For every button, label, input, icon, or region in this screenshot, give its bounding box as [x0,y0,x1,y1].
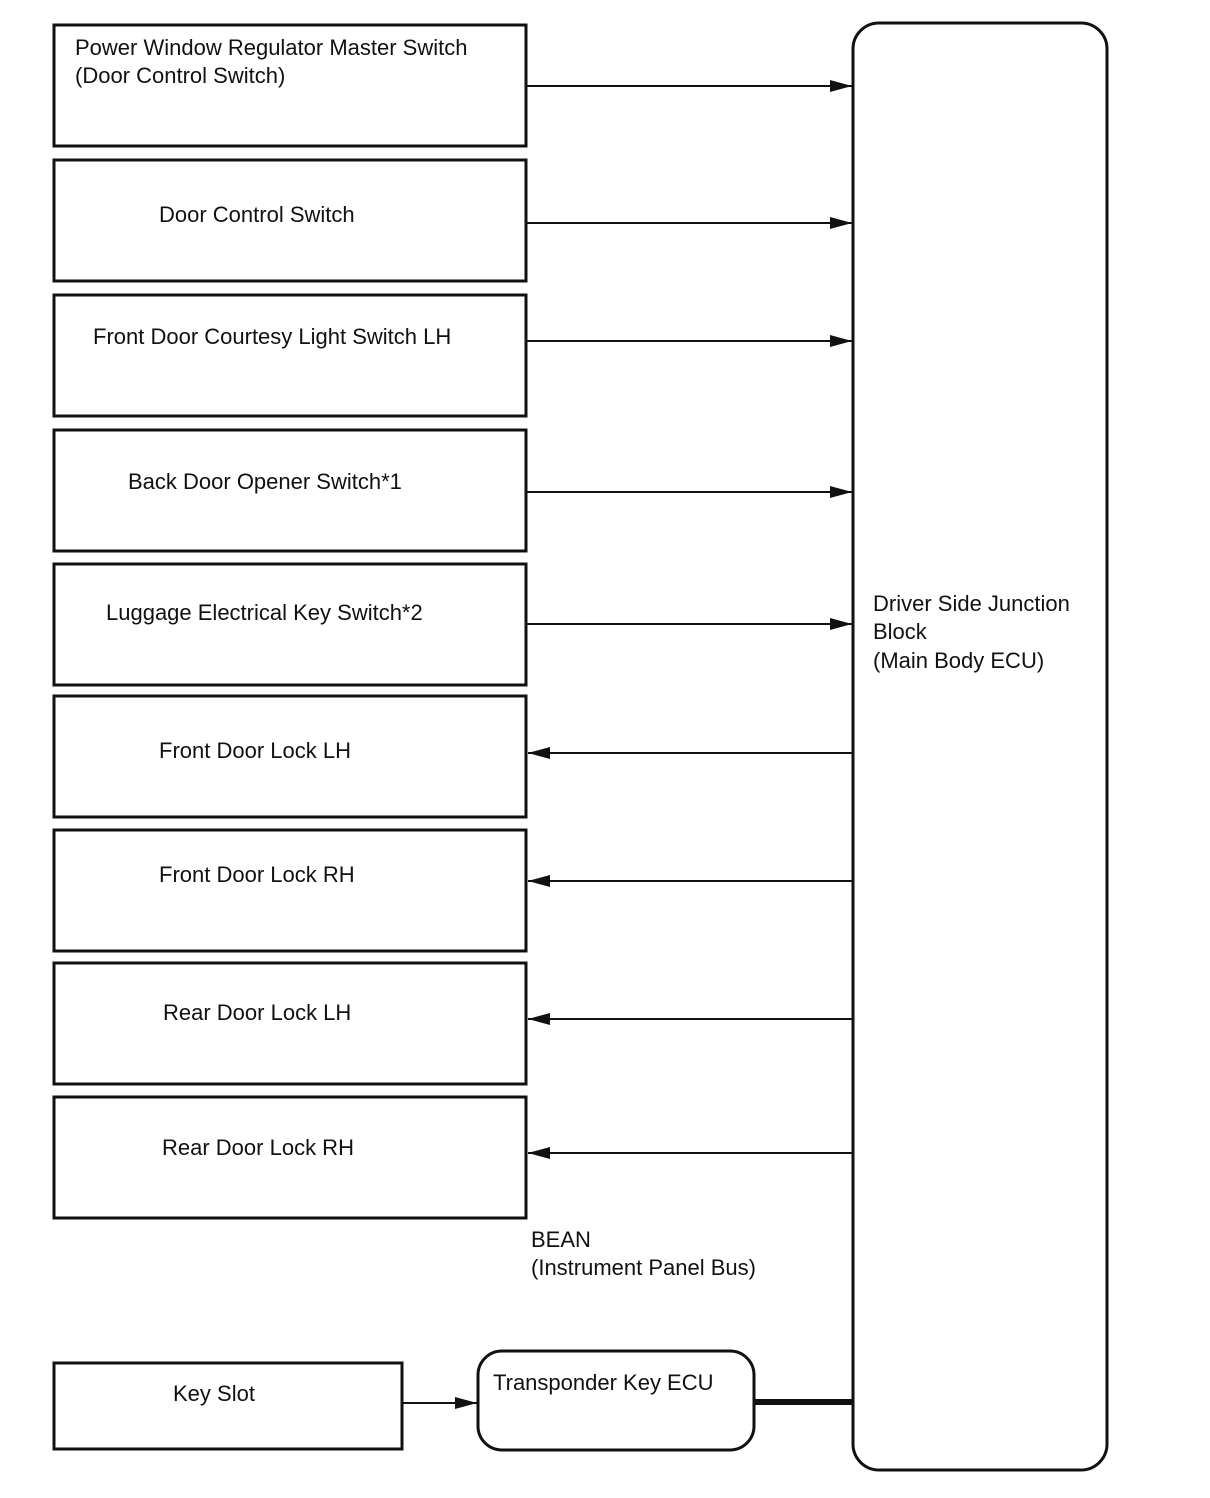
back-door-opener-label: Back Door Opener Switch*1 [128,469,402,494]
main-body-ecu-label-line2: Block [873,619,928,644]
bean-bus-label: BEAN (Instrument Panel Bus) [531,1227,756,1280]
back-door-opener-box: Back Door Opener Switch*1 [52,428,528,553]
main-body-ecu-box: Driver Side Junction Block (Main Body EC… [851,21,1109,1472]
rear-door-lock-rh-label: Rear Door Lock RH [162,1135,354,1160]
master-switch-label-line1: Power Window Regulator Master Switch [75,35,467,60]
rear-door-lock-rh-box: Rear Door Lock RH [52,1095,528,1220]
luggage-key-switch-box: Luggage Electrical Key Switch*2 [52,562,528,687]
bean-bus-label-line1: BEAN [531,1227,591,1252]
rear-door-lock-lh-box: Rear Door Lock LH [52,961,528,1086]
front-door-lock-lh-label: Front Door Lock LH [159,738,351,763]
bean-bus-label-line2: (Instrument Panel Bus) [531,1255,756,1280]
key-slot-box: Key Slot [52,1361,404,1451]
main-body-ecu-label-line3: (Main Body ECU) [873,648,1044,673]
luggage-key-switch-label: Luggage Electrical Key Switch*2 [106,600,423,625]
master-switch-box: Power Window Regulator Master Switch (Do… [52,23,528,148]
front-door-lock-lh-box: Front Door Lock LH [52,694,528,819]
courtesy-light-switch-box: Front Door Courtesy Light Switch LH [52,293,528,418]
transponder-ecu-box: Transponder Key ECU [476,1349,756,1452]
main-body-ecu-label-line1: Driver Side Junction [873,591,1070,616]
rear-door-lock-lh-label: Rear Door Lock LH [163,1000,351,1025]
key-slot-label: Key Slot [173,1381,255,1406]
front-door-lock-rh-label: Front Door Lock RH [159,862,355,887]
front-door-lock-rh-box: Front Door Lock RH [52,828,528,953]
door-control-switch-box: Door Control Switch [52,158,528,283]
transponder-ecu-label: Transponder Key ECU [493,1370,714,1395]
door-control-switch-label: Door Control Switch [159,202,355,227]
master-switch-label-line2: (Door Control Switch) [75,63,285,88]
courtesy-light-switch-label: Front Door Courtesy Light Switch LH [93,324,451,349]
